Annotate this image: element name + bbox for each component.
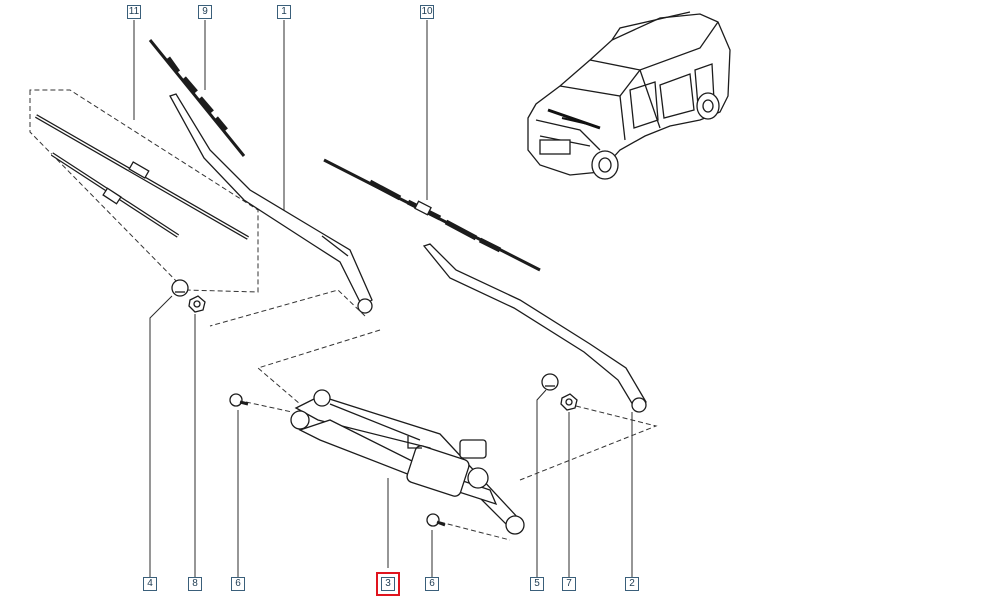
callout-6-right[interactable]: 6 bbox=[425, 577, 439, 591]
wiper-arm-1[interactable] bbox=[169, 93, 373, 314]
callout-3-highlighted[interactable]: 3 bbox=[376, 572, 400, 596]
dash-arm2-to-linkage bbox=[519, 405, 658, 481]
nut-8[interactable] bbox=[188, 295, 206, 313]
wiper-arm-2[interactable] bbox=[422, 243, 647, 413]
callout-2[interactable]: 2 bbox=[625, 577, 639, 591]
cap-4[interactable] bbox=[171, 279, 189, 297]
dash-bolt6b bbox=[439, 521, 511, 541]
callout-8[interactable]: 8 bbox=[188, 577, 202, 591]
wiper-blade-9[interactable] bbox=[148, 39, 246, 157]
blade-kit-boundary bbox=[29, 89, 259, 293]
wiper-blade-set-11[interactable] bbox=[35, 114, 249, 240]
callout-5[interactable]: 5 bbox=[530, 577, 544, 591]
callout-11[interactable]: 11 bbox=[127, 5, 141, 19]
callout-6-left[interactable]: 6 bbox=[231, 577, 245, 591]
callout-10[interactable]: 10 bbox=[420, 5, 434, 19]
wiper-blade-10[interactable] bbox=[323, 158, 541, 272]
callout-9[interactable]: 9 bbox=[198, 5, 212, 19]
wiper-linkage-motor-3[interactable] bbox=[290, 389, 525, 535]
cap-5[interactable] bbox=[541, 373, 559, 391]
bolt-6b[interactable] bbox=[426, 513, 446, 527]
dash-bolt6a bbox=[245, 401, 293, 413]
dash-arm1-to-nut bbox=[209, 289, 366, 327]
callout-4[interactable]: 4 bbox=[143, 577, 157, 591]
callout-1[interactable]: 1 bbox=[277, 5, 291, 19]
callout-7[interactable]: 7 bbox=[562, 577, 576, 591]
bolt-6a[interactable] bbox=[229, 393, 249, 407]
vehicle-illustration bbox=[527, 11, 731, 180]
dash-arm1-to-linkage bbox=[256, 329, 381, 405]
leader-lines bbox=[133, 20, 633, 578]
nut-7[interactable] bbox=[560, 393, 578, 411]
